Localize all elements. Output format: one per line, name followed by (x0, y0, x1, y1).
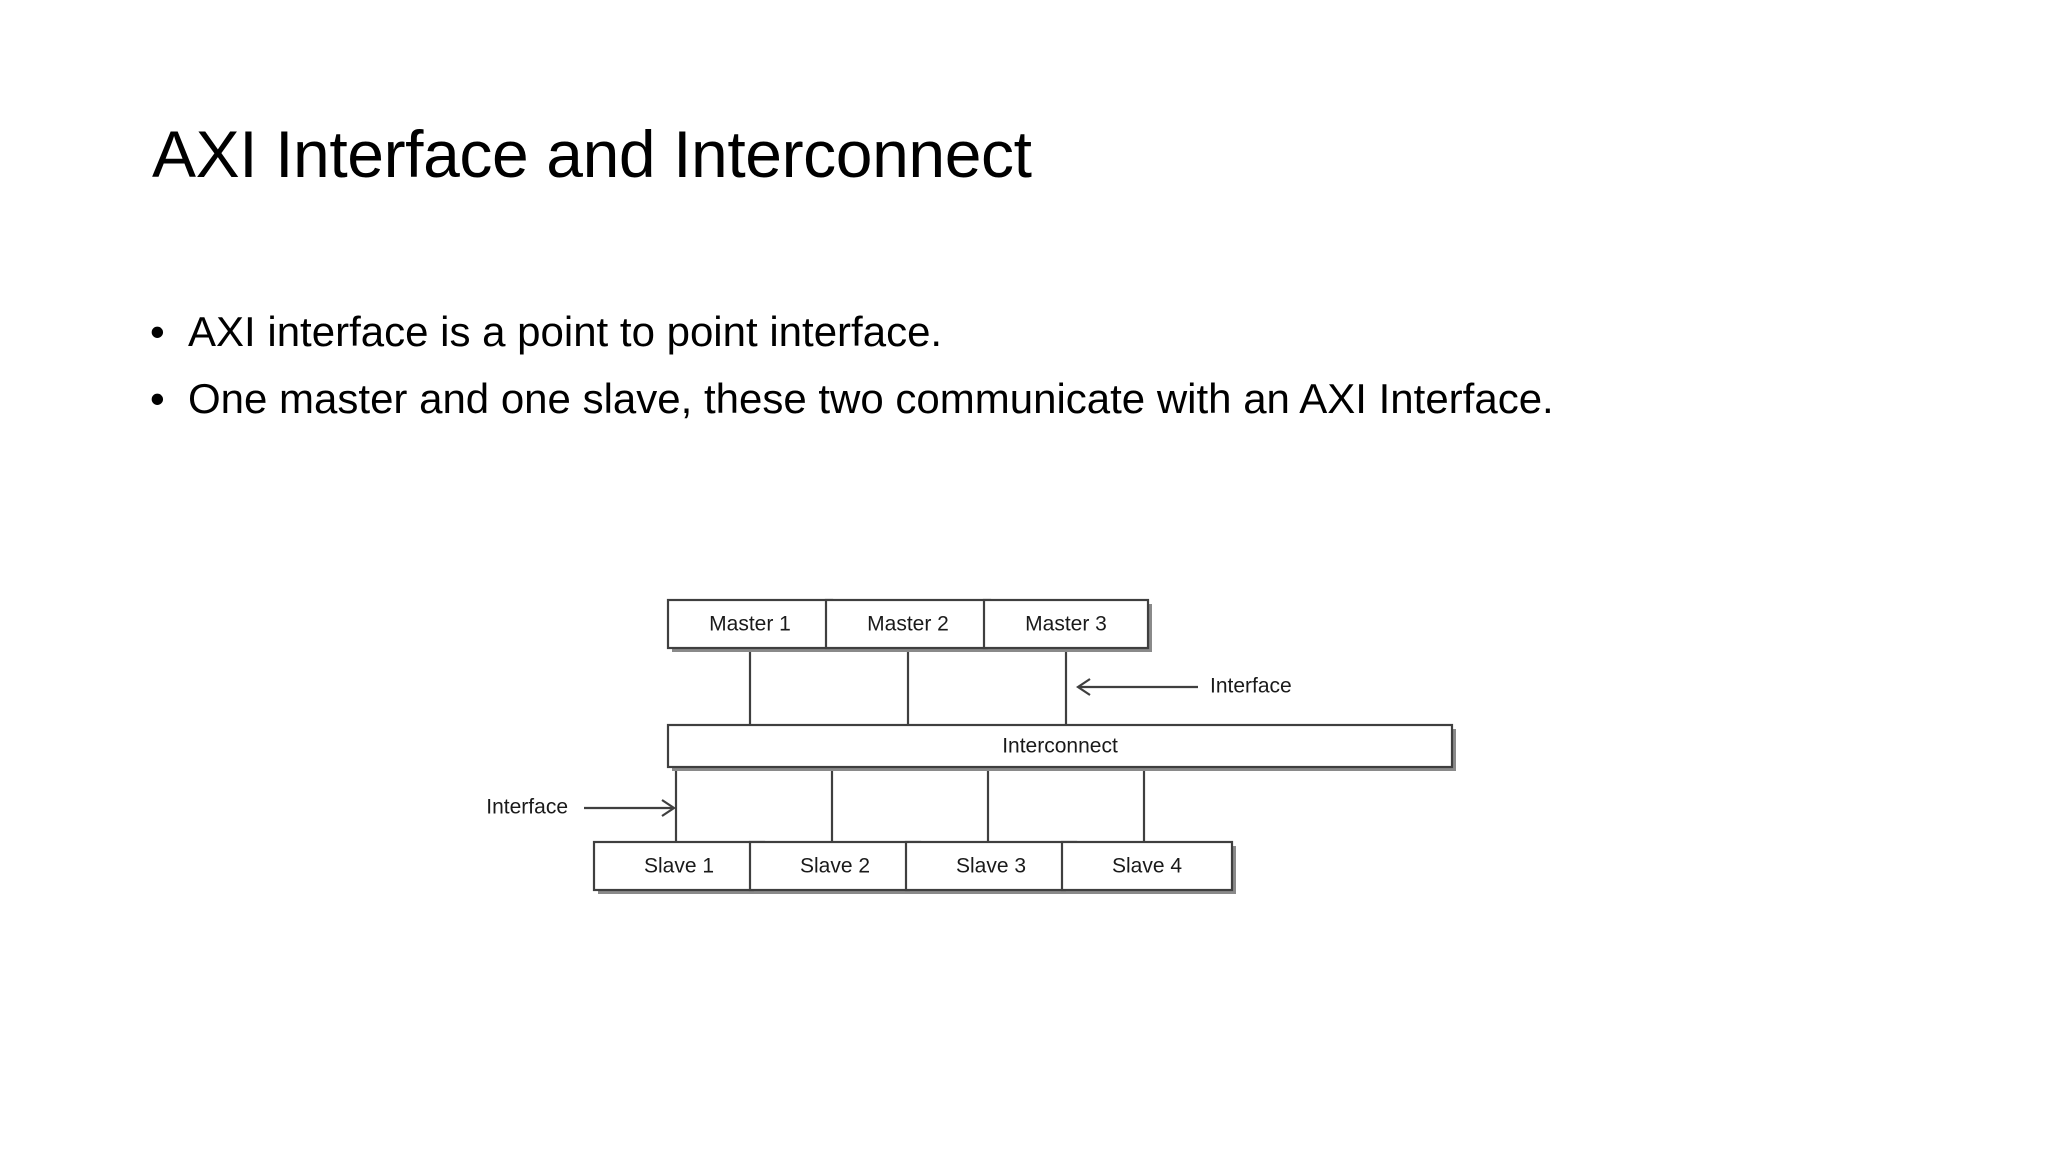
interface-annotation-lower: Interface (486, 796, 676, 819)
slave-3-box: Slave 3 (904, 840, 1080, 894)
page-title: AXI Interface and Interconnect (152, 117, 1032, 191)
list-item: • AXI interface is a point to point inte… (150, 305, 1910, 360)
master-2-box: Master 2 (824, 598, 994, 652)
master-3-box: Master 3 (982, 598, 1152, 652)
slave-4-box: Slave 4 (1060, 840, 1236, 894)
bullet-marker-icon: • (150, 308, 165, 355)
slave-3-label: Slave 3 (956, 855, 1026, 878)
bullet-marker-icon: • (150, 374, 165, 422)
axi-interconnect-diagram: Master 1 Master 2 Master 3 Interface (480, 580, 1580, 910)
master-2-label: Master 2 (867, 613, 949, 636)
bullet-text: One master and one slave, these two comm… (188, 374, 1554, 422)
master-3-label: Master 3 (1025, 613, 1107, 636)
interface-label-upper: Interface (1210, 675, 1292, 698)
slave-1-box: Slave 1 (592, 840, 768, 894)
slave-1-label: Slave 1 (644, 855, 714, 878)
list-item: • One master and one slave, these two co… (150, 372, 1910, 427)
slave-4-label: Slave 4 (1112, 855, 1182, 878)
slave-2-box: Slave 2 (748, 840, 924, 894)
interconnect-box: Interconnect (666, 723, 1456, 771)
slave-2-label: Slave 2 (800, 855, 870, 878)
master-1-label: Master 1 (709, 613, 791, 636)
interconnect-label: Interconnect (1002, 735, 1118, 758)
bullet-list: • AXI interface is a point to point inte… (150, 305, 1910, 438)
interface-annotation-upper: Interface (1076, 675, 1292, 698)
interface-label-lower: Interface (486, 796, 568, 819)
bullet-text: AXI interface is a point to point interf… (188, 308, 943, 355)
master-1-box: Master 1 (666, 598, 836, 652)
